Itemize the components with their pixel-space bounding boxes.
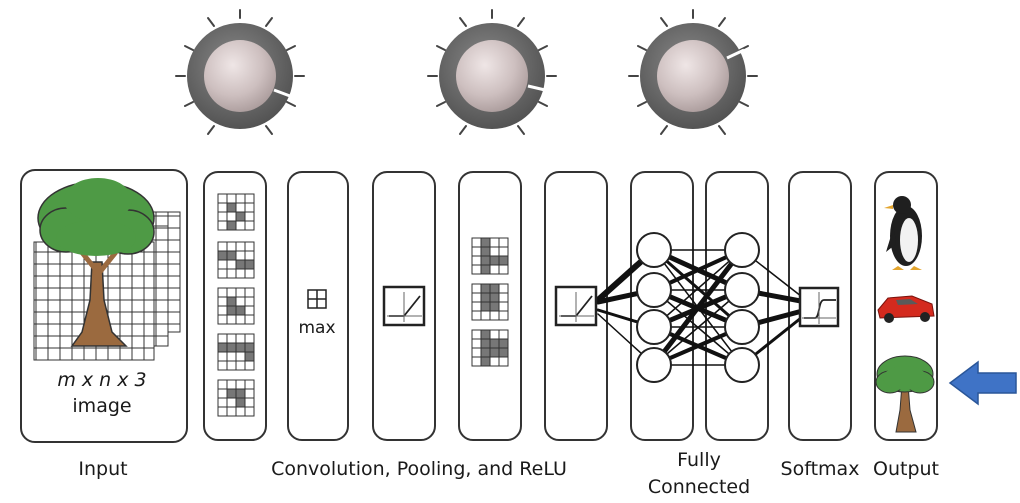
neuron bbox=[724, 309, 760, 345]
neuron bbox=[636, 272, 672, 308]
knob-3-ticks bbox=[628, 9, 758, 135]
knob-2-indicator bbox=[527, 84, 546, 92]
pooling-grid-icon bbox=[307, 289, 327, 309]
feature-map-icon-3 bbox=[471, 329, 509, 367]
input-caption: image bbox=[72, 395, 131, 417]
label-conv-pool-relu: Convolution, Pooling, and ReLU bbox=[271, 458, 567, 480]
neuron bbox=[636, 309, 672, 345]
filter-icon-1 bbox=[217, 193, 255, 231]
penguin-icon bbox=[884, 196, 922, 270]
knob-1[interactable] bbox=[175, 9, 305, 135]
neuron bbox=[636, 347, 672, 383]
neuron bbox=[724, 347, 760, 383]
knob-1-dial bbox=[204, 40, 276, 112]
neuron bbox=[724, 272, 760, 308]
conv-panel-1 bbox=[203, 171, 267, 441]
relu-panel bbox=[372, 171, 436, 441]
neuron bbox=[724, 232, 760, 268]
label-input: Input bbox=[78, 458, 127, 480]
input-tree-icon bbox=[37, 178, 155, 347]
output-tree-icon bbox=[875, 355, 935, 433]
input-panel: m x n x 3 image bbox=[20, 169, 188, 443]
car-icon bbox=[877, 295, 935, 323]
feature-map-icon-2 bbox=[471, 283, 509, 321]
label-output: Output bbox=[873, 458, 939, 480]
relu-graph-icon bbox=[382, 285, 426, 327]
filter-icon-4 bbox=[217, 333, 255, 371]
neuron bbox=[636, 232, 672, 268]
knob-3[interactable] bbox=[628, 9, 758, 135]
knob-3-indicator bbox=[726, 48, 745, 60]
max-label: max bbox=[298, 318, 335, 338]
label-connected: Connected bbox=[648, 476, 750, 498]
fc-layer-1-neurons bbox=[636, 232, 672, 383]
label-fully: Fully bbox=[677, 449, 721, 471]
fc-layer-2-neurons bbox=[724, 232, 760, 383]
output-panel bbox=[874, 171, 938, 441]
input-dims: m x n x 3 bbox=[57, 369, 146, 391]
filter-icon-5 bbox=[217, 379, 255, 417]
fc-connections bbox=[595, 247, 809, 368]
pooling-panel: max bbox=[287, 171, 349, 441]
feature-map-icon-1 bbox=[471, 237, 509, 275]
knob-3-dial bbox=[657, 40, 729, 112]
softmax-graph-icon bbox=[798, 286, 840, 328]
label-softmax: Softmax bbox=[781, 458, 860, 480]
prediction-arrow-icon bbox=[948, 360, 1017, 406]
relu-graph-icon-2 bbox=[554, 285, 598, 327]
conv-panel-2 bbox=[458, 171, 522, 441]
filter-icon-3 bbox=[217, 287, 255, 325]
knob-2[interactable] bbox=[427, 9, 557, 135]
knob-1-indicator bbox=[273, 88, 291, 98]
filter-icon-2 bbox=[217, 241, 255, 279]
knob-2-dial bbox=[456, 40, 528, 112]
knob-1-ticks bbox=[175, 9, 305, 135]
knob-2-ticks bbox=[427, 9, 557, 135]
